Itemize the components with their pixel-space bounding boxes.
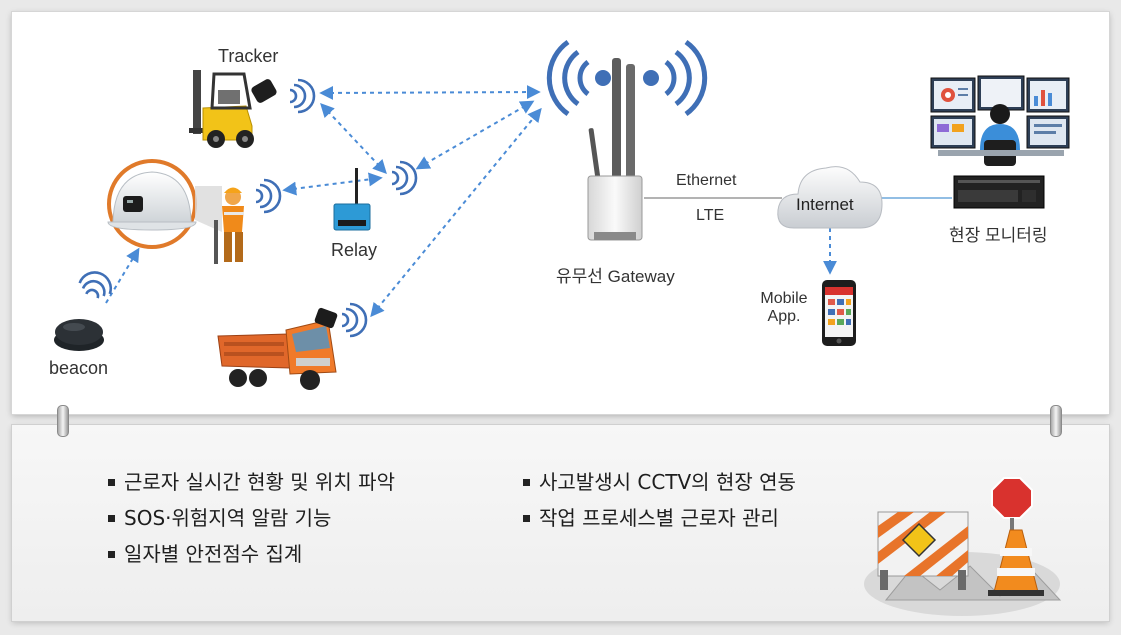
beacon-label: beacon bbox=[49, 358, 109, 378]
arrow-beacon-helmet bbox=[105, 247, 140, 304]
barricade-icon bbox=[864, 477, 1062, 616]
monitoring-label: 현장 모니터링 bbox=[949, 226, 1048, 245]
truck-icon bbox=[217, 302, 368, 390]
arrow-tracker-relay bbox=[320, 102, 387, 175]
feature-item: 일자별 안전점수 집계 bbox=[108, 540, 395, 576]
ethernet-label: Ethernet bbox=[676, 172, 737, 189]
mobile-phone-icon bbox=[822, 280, 856, 346]
arrow-relay-gateway bbox=[415, 100, 535, 170]
arrow-tracker-gateway bbox=[319, 85, 541, 100]
feature-item: SOS·위험지역 알람 기능 bbox=[108, 504, 395, 540]
forklift-icon bbox=[189, 70, 316, 148]
features-right-list: 사고발생시 CCTV의 현장 연동 작업 프로세스별 근로자 관리 bbox=[523, 468, 796, 540]
relay-label: Relay bbox=[331, 240, 378, 260]
panel-clip-left bbox=[57, 405, 69, 437]
worker-icon bbox=[214, 178, 282, 264]
gateway-label: 유무선 Gateway bbox=[556, 267, 675, 286]
monitoring-station-icon bbox=[930, 75, 1070, 209]
internet-label: Internet bbox=[796, 195, 854, 214]
mobile-label-line2: App. bbox=[767, 308, 801, 325]
beacon-icon bbox=[54, 266, 117, 351]
lte-label: LTE bbox=[696, 207, 725, 224]
tracker-label: Tracker bbox=[218, 46, 279, 66]
features-left-list: 근로자 실시간 현황 및 위치 파악 SOS·위험지역 알람 기능 일자별 안전… bbox=[108, 468, 395, 576]
relay-icon bbox=[333, 160, 418, 231]
feature-item: 사고발생시 CCTV의 현장 연동 bbox=[523, 468, 796, 504]
mobile-label-line1: Mobile bbox=[760, 290, 808, 307]
mobile-label: Mobile App. bbox=[755, 290, 813, 326]
gateway-icon bbox=[546, 39, 708, 241]
connection-arrows bbox=[105, 85, 837, 318]
arrow-worker-relay bbox=[282, 172, 383, 196]
helmet-icon bbox=[107, 159, 222, 249]
cloud-icon bbox=[777, 166, 883, 229]
feature-item: 근로자 실시간 현황 및 위치 파악 bbox=[108, 468, 395, 504]
feature-item: 작업 프로세스별 근로자 관리 bbox=[523, 504, 796, 540]
panel-clip-right bbox=[1050, 405, 1062, 437]
arrow-truck-gateway bbox=[370, 107, 542, 318]
